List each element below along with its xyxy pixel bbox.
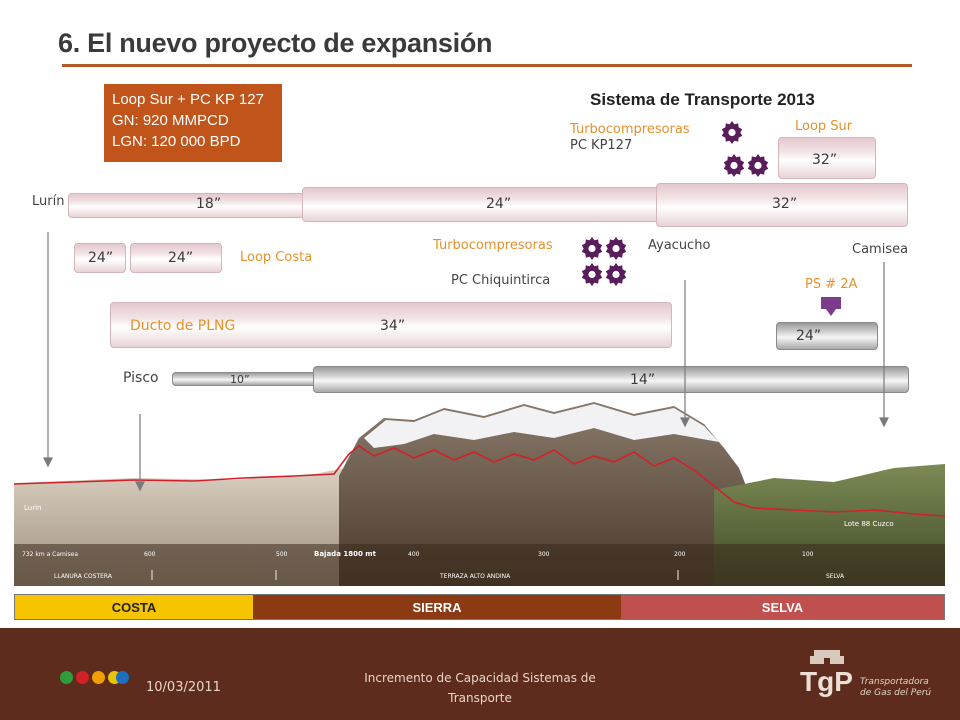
footer-center-line2: Transporte: [448, 691, 512, 705]
footer-dot-orange: [92, 671, 105, 684]
arrow-down-icon: [43, 457, 53, 468]
terrain-profile: Lurin Lote 88 Cuzco 732 km a Camisea 600…: [14, 398, 945, 586]
label-pc-kp127: PC KP127: [570, 138, 633, 153]
label-pc-chiquintirca: PC Chiquintirca: [451, 273, 551, 288]
landscape-tick-200: 200: [674, 551, 686, 558]
footer-dot-blue: [116, 671, 129, 684]
logo-text: Transportadora de Gas del Perú: [860, 677, 931, 699]
pipe-plng-size: 34”: [380, 318, 406, 334]
arrow-down-icon: [680, 417, 690, 428]
pipe-main-18: [68, 193, 308, 218]
label-turbocompresoras-mid: Turbocompresoras: [433, 238, 553, 253]
pipe-main-24: [302, 187, 664, 222]
landscape-llanura: LLANURA COSTERA: [54, 573, 113, 580]
pipe-pisco-14: [313, 366, 909, 393]
footer-center: Incremento de Capacidad Sistemas de Tran…: [330, 668, 630, 708]
label-loop-sur: Loop Sur: [795, 119, 853, 134]
pipe-costa-1-size: 24”: [88, 250, 114, 266]
tgp-logo: TgP: [800, 648, 854, 710]
infobox-line3: LGN: 120 000 BPD: [112, 133, 241, 150]
location-arrows: [43, 232, 889, 492]
footer-center-line1: Incremento de Capacidad Sistemas de: [364, 671, 596, 685]
arrow-down-icon: [135, 481, 145, 492]
system-title: Sistema de Transporte 2013: [590, 90, 815, 109]
title-underline: [62, 64, 912, 67]
project-infobox: Loop Sur + PC KP 127 GN: 920 MMPCD LGN: …: [104, 84, 282, 162]
arrow-down-icon: [879, 417, 889, 428]
region-sierra: SIERRA: [253, 595, 621, 619]
region-costa: COSTA: [15, 595, 253, 619]
label-turbocompresoras-top: Turbocompresoras: [570, 122, 690, 137]
pipe-costa-2-size: 24”: [168, 250, 194, 266]
region-selva: SELVA: [621, 595, 944, 619]
landscape-terraza: TERRAZA ALTO ANDINA: [439, 573, 511, 580]
landscape-bajada: Bajada 1800 mt: [314, 550, 377, 558]
pipe-main-24-size: 24”: [486, 196, 512, 212]
pipe-main-32-size: 32”: [772, 196, 798, 212]
footer: [0, 628, 960, 720]
landscape-lurin: Lurin: [24, 504, 41, 512]
region-bar: COSTA SIERRA SELVA: [14, 594, 945, 620]
pipe-main-32: [656, 183, 908, 227]
logo-line1: Transportadora: [860, 677, 929, 687]
landscape-tick-300: 300: [538, 551, 550, 558]
pipe-main-18-size: 18”: [196, 196, 222, 212]
footer-dot-green: [60, 671, 73, 684]
infobox-line1: Loop Sur + PC KP 127: [112, 91, 264, 108]
landscape-tick-500: 500: [276, 551, 288, 558]
pipe-pisco-10-size: 10”: [230, 373, 250, 386]
label-ayacucho: Ayacucho: [648, 238, 711, 253]
landscape-selva: SELVA: [826, 573, 845, 580]
landscape-tick-400: 400: [408, 551, 420, 558]
label-lurin: Lurín: [32, 194, 65, 209]
landscape-tick-100: 100: [802, 551, 814, 558]
infobox-line2: GN: 920 MMPCD: [112, 112, 229, 129]
pipe-loop-sur: [778, 137, 876, 179]
label-ducto-plng: Ducto de PLNG: [130, 318, 236, 334]
label-ps2a: PS # 2A: [805, 277, 858, 292]
landscape-km: 732 km a Camisea: [22, 551, 78, 558]
landscape-tick-600: 600: [144, 551, 156, 558]
label-camisea: Camisea: [852, 242, 909, 257]
logo-mark: TgP: [800, 666, 853, 697]
footer-dot-red: [76, 671, 89, 684]
page-title: 6. El nuevo proyecto de expansión: [58, 28, 493, 58]
pipe-plng: [110, 302, 672, 348]
label-pisco: Pisco: [123, 370, 159, 386]
footer-date: 10/03/2011: [146, 680, 221, 695]
logo-line2: de Gas del Perú: [860, 688, 932, 698]
pipe-costa-1: [74, 243, 126, 273]
pipe-loop-sur-size: 32”: [812, 152, 838, 168]
label-loop-costa: Loop Costa: [240, 250, 313, 265]
pipe-pisco-14-size: 14”: [630, 372, 656, 388]
landscape-lote: Lote 88 Cuzco: [844, 520, 894, 528]
pipe-costa-2: [130, 243, 222, 273]
pipe-ps2a-size: 24”: [796, 328, 822, 344]
pipe-ps2a: [776, 322, 878, 350]
marker-icon: [821, 297, 841, 316]
